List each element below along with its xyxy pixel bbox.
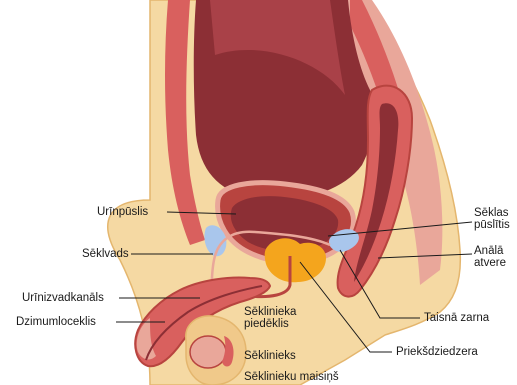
label-bladder: Urīnpūslis — [97, 206, 148, 218]
label-prostate: Priekšdziedzera — [396, 346, 478, 358]
label-urethra: Urīnizvadkanāls — [22, 292, 104, 304]
label-anus: Anālā atvere — [474, 245, 506, 269]
label-seminal-vesicle: Sēklas pūslītis — [474, 207, 510, 231]
label-anus-line1: Anālā — [474, 245, 506, 257]
label-anus-line2: atvere — [474, 257, 506, 269]
label-epididymis-line1: Sēklinieka — [244, 306, 296, 318]
label-epididymis: Sēklinieka piedēklis — [244, 306, 296, 330]
label-rectum: Taisnā zarna — [424, 312, 489, 324]
testis-shape — [190, 336, 226, 368]
label-penis: Dzimumloceklis — [16, 316, 96, 328]
label-epididymis-line2: piedēklis — [244, 318, 296, 330]
label-vas-deferens: Sēklvads — [82, 248, 129, 260]
label-testis: Sēklinieks — [244, 350, 296, 362]
label-seminal-line2: pūslītis — [474, 219, 510, 231]
label-seminal-line1: Sēklas — [474, 207, 510, 219]
label-scrotum: Sēklinieku maisiņš — [244, 371, 339, 383]
